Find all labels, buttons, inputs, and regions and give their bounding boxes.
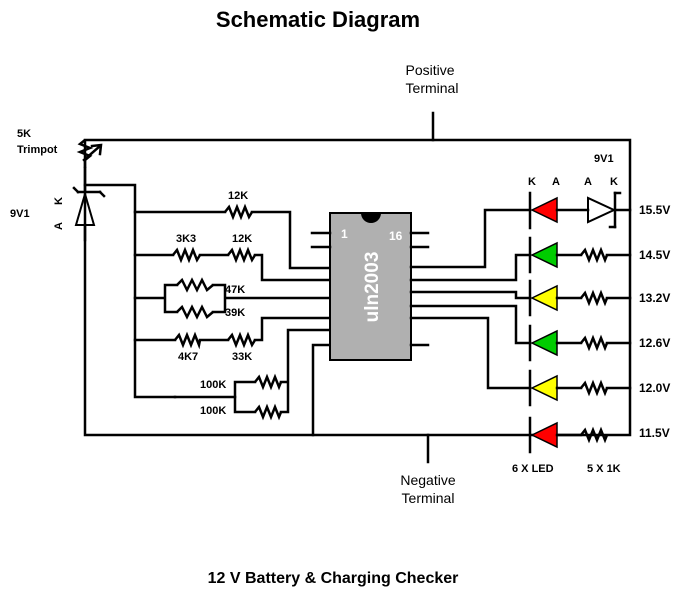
resistor-33k-label: 33K: [232, 351, 252, 363]
led-1: [528, 191, 590, 230]
led-anode-header: A: [552, 176, 560, 188]
trimpot-symbol: [76, 139, 103, 168]
resistor-12k-top-label: 12K: [228, 190, 248, 202]
resistor-100k-a-label: 100K: [200, 379, 226, 391]
zener-left-symbol: [72, 166, 106, 242]
positive-terminal-label-2: Terminal: [406, 80, 459, 96]
resistor-39k-label: 39K: [225, 307, 245, 319]
resistor-3k3: [172, 246, 202, 264]
chip-pin1-label: 1: [341, 227, 348, 241]
zener-left-cathode-label: K: [53, 197, 65, 205]
resistor-100k-a: [254, 373, 283, 391]
resistor-39k: [176, 304, 214, 320]
resistor-count-label: 5 X 1K: [587, 463, 621, 475]
voltage-label-4: 12.6V: [639, 336, 670, 350]
resistor-4k7-label: 4K7: [178, 351, 198, 363]
resistor-12k-top: [224, 203, 254, 221]
zener-right-cathode-label: K: [610, 176, 618, 188]
resistor-12k-mid: [227, 246, 257, 264]
zener-right-label: 9V1: [594, 153, 614, 165]
negative-terminal-label-1: Negative: [400, 472, 455, 488]
resistor-33k: [227, 331, 257, 349]
zener-left-anode-label: A: [53, 222, 65, 230]
zener-right-symbol: [587, 191, 632, 229]
output-wires: [409, 208, 532, 390]
led-5: [528, 369, 632, 407]
voltage-label-3: 13.2V: [639, 291, 670, 305]
chip-name-label: uln2003: [362, 252, 383, 323]
resistor-3k3-label: 3K3: [176, 233, 196, 245]
left-network-wires: [83, 183, 332, 437]
led-count-label: 6 X LED: [512, 463, 554, 475]
led-6: [528, 416, 609, 454]
resistor-47k-label: 47K: [225, 284, 245, 296]
led-4: [528, 324, 632, 362]
voltage-label-5: 12.0V: [639, 381, 670, 395]
positive-terminal-label-1: Positive: [405, 62, 454, 78]
negative-terminal-label-2: Terminal: [402, 490, 455, 506]
zener-left-label: 9V1: [10, 208, 30, 220]
diagram-title: Schematic Diagram: [216, 7, 420, 32]
diagram-caption: 12 V Battery & Charging Checker: [208, 570, 459, 587]
voltage-label-2: 14.5V: [639, 248, 670, 262]
uln2003-chip: 1 16 uln2003: [310, 212, 430, 361]
led-3: [528, 279, 632, 317]
resistor-100k-b-label: 100K: [200, 405, 226, 417]
resistor-100k-b: [254, 403, 283, 421]
resistor-4k7: [174, 331, 202, 350]
trimpot-value-label: 5K: [17, 128, 31, 140]
chip-pin16-label: 16: [389, 229, 403, 243]
voltage-label-6: 11.5V: [639, 426, 670, 440]
led-2: [528, 236, 632, 274]
voltage-label-1: 15.5V: [639, 203, 670, 217]
resistor-47k: [176, 277, 214, 293]
trimpot-name-label: Trimpot: [17, 144, 58, 156]
main-wires: [83, 111, 632, 464]
led-cathode-header: K: [528, 176, 536, 188]
resistor-12k-mid-label: 12K: [232, 233, 252, 245]
zener-right-anode-label: A: [584, 176, 592, 188]
